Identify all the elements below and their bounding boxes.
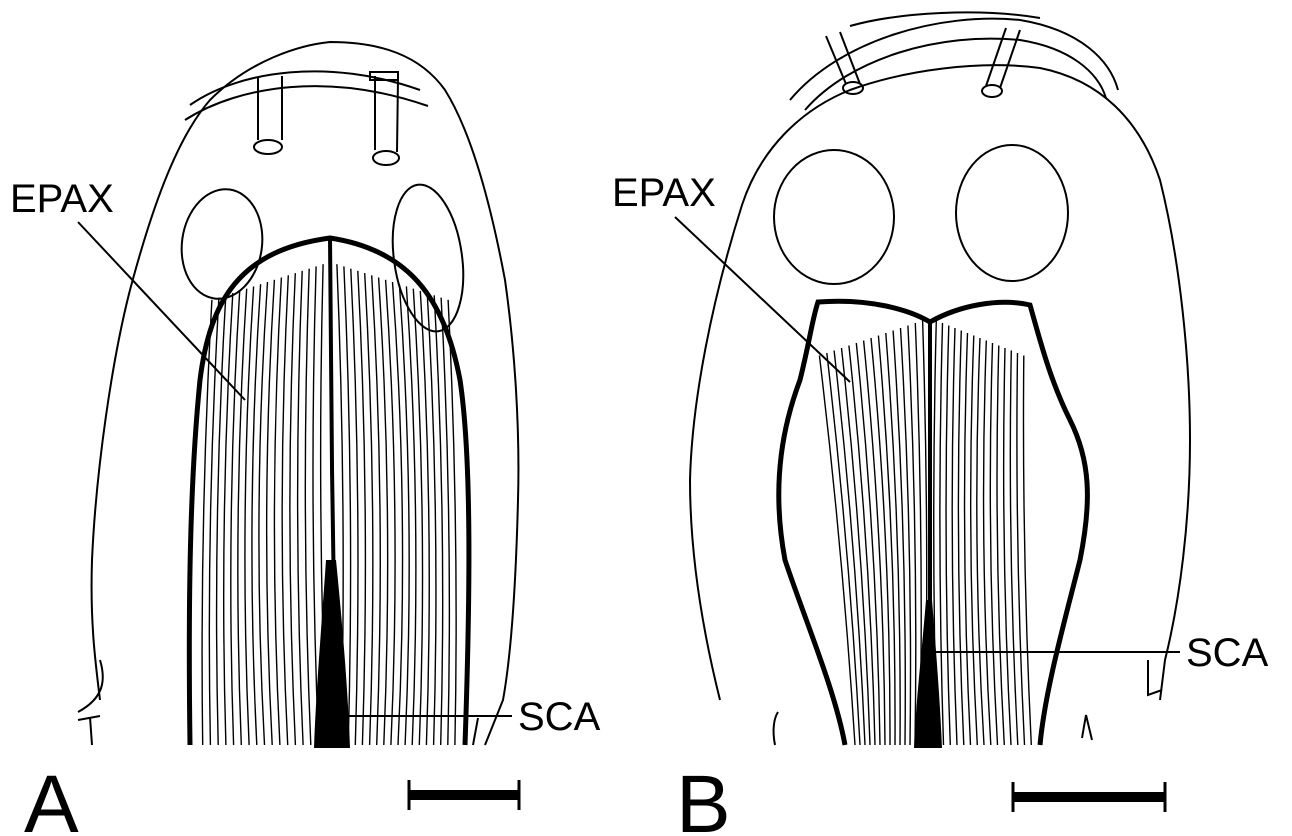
muscle-fiber bbox=[1023, 356, 1031, 746]
muscle-fiber bbox=[958, 331, 963, 746]
muscle-fiber bbox=[365, 273, 373, 745]
muscle-fiber bbox=[298, 271, 303, 745]
muscle-fiber bbox=[997, 346, 1004, 746]
muscle-fiber bbox=[886, 333, 900, 745]
muscle-fiber bbox=[274, 278, 281, 745]
panel-a-left-tentacle-tip bbox=[254, 140, 282, 154]
panel-b-sca-core bbox=[914, 600, 942, 748]
panel-a-left-tentacle bbox=[258, 76, 282, 140]
panel-a-left-eye bbox=[175, 184, 270, 304]
panel-a-epax-label: EPAX bbox=[10, 177, 114, 221]
muscle-fiber bbox=[351, 269, 358, 745]
muscle-fiber bbox=[282, 275, 288, 745]
panel-a-left-mark bbox=[78, 716, 100, 745]
muscle-fiber bbox=[834, 351, 865, 746]
panel-a-snout-band-inner bbox=[185, 86, 428, 120]
muscle-fiber bbox=[946, 326, 950, 746]
panel-a-letter: A bbox=[24, 759, 79, 836]
panel-a-right-tentacle bbox=[375, 76, 398, 152]
panel-a-sca-core bbox=[314, 560, 350, 748]
panel-b-sca-label: SCA bbox=[1186, 631, 1269, 675]
muscle-fiber bbox=[952, 328, 957, 745]
panel-b-right-eye bbox=[956, 145, 1068, 281]
panel-a-scale-bar bbox=[408, 790, 520, 800]
panel-b-letter: B bbox=[676, 759, 731, 836]
muscle-fiber bbox=[313, 266, 319, 745]
panel-b-left-tentacle bbox=[826, 32, 860, 84]
muscle-fiber bbox=[267, 280, 275, 745]
panel-b-right-lower-mark bbox=[1148, 660, 1162, 695]
muscle-fiber bbox=[990, 343, 997, 745]
panel-b-right-bottom-mark bbox=[1082, 715, 1092, 740]
panel-b-right-tentacle-tip bbox=[982, 85, 1002, 97]
muscle-fiber bbox=[305, 269, 310, 745]
panel-a-right-mark bbox=[473, 718, 478, 745]
panel-b-snout-band bbox=[790, 19, 1118, 100]
panel-a-head-outline bbox=[92, 42, 519, 745]
panel-a-sca-label: SCA bbox=[518, 695, 601, 739]
muscle-fiber bbox=[984, 341, 991, 746]
muscle-fiber bbox=[965, 333, 971, 745]
panel-b-scale-bar bbox=[1012, 792, 1166, 802]
panel-b-left-eye bbox=[774, 150, 894, 284]
muscle-fiber bbox=[358, 271, 366, 745]
muscle-fiber bbox=[871, 338, 890, 745]
muscle-fiber bbox=[864, 341, 885, 746]
muscle-fiber bbox=[878, 336, 895, 746]
panel-b-epax-label: EPAX bbox=[612, 171, 716, 215]
panel-b-right-tentacle bbox=[986, 28, 1020, 88]
muscle-fiber bbox=[977, 338, 984, 745]
panel-b-left-lower-mark bbox=[774, 712, 778, 745]
muscle-fiber bbox=[940, 323, 944, 745]
panel-a-right-tentacle-tip bbox=[373, 151, 399, 165]
panel-a bbox=[78, 42, 520, 810]
muscle-fiber bbox=[819, 356, 855, 746]
muscle-fiber bbox=[290, 273, 296, 745]
panel-b bbox=[675, 12, 1190, 812]
